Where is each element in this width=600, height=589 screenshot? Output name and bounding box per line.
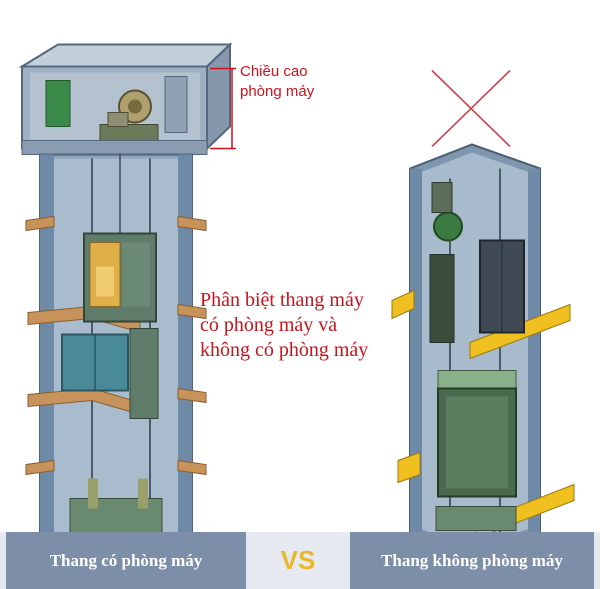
label-with-machine-room: Thang có phòng máy — [6, 532, 246, 589]
elevator-car-left — [84, 234, 156, 322]
machine-room-height-line1: Chiều cao — [240, 62, 314, 82]
machine-room-height-line2: phòng máy — [240, 82, 314, 102]
elevator-without-machine-room — [392, 71, 574, 557]
control-cabinet — [46, 81, 70, 127]
elevator-car-right — [438, 371, 516, 497]
comparison-caption: Phân biệt thang máy có phòng máy và khôn… — [200, 288, 368, 363]
caption-line3: không có phòng máy — [200, 338, 368, 363]
shaft-pit-right — [436, 507, 516, 531]
caption-line2: có phòng máy và — [200, 313, 368, 338]
label-without-machine-room: Thang không phòng máy — [350, 532, 594, 589]
caption-line1: Phân biệt thang máy — [200, 288, 368, 313]
no-machine-room-cross — [432, 71, 510, 147]
vs-label: VS — [250, 532, 346, 589]
machine-room-height-label: Chiều cao phòng máy — [240, 62, 314, 102]
machine-room — [22, 45, 230, 155]
